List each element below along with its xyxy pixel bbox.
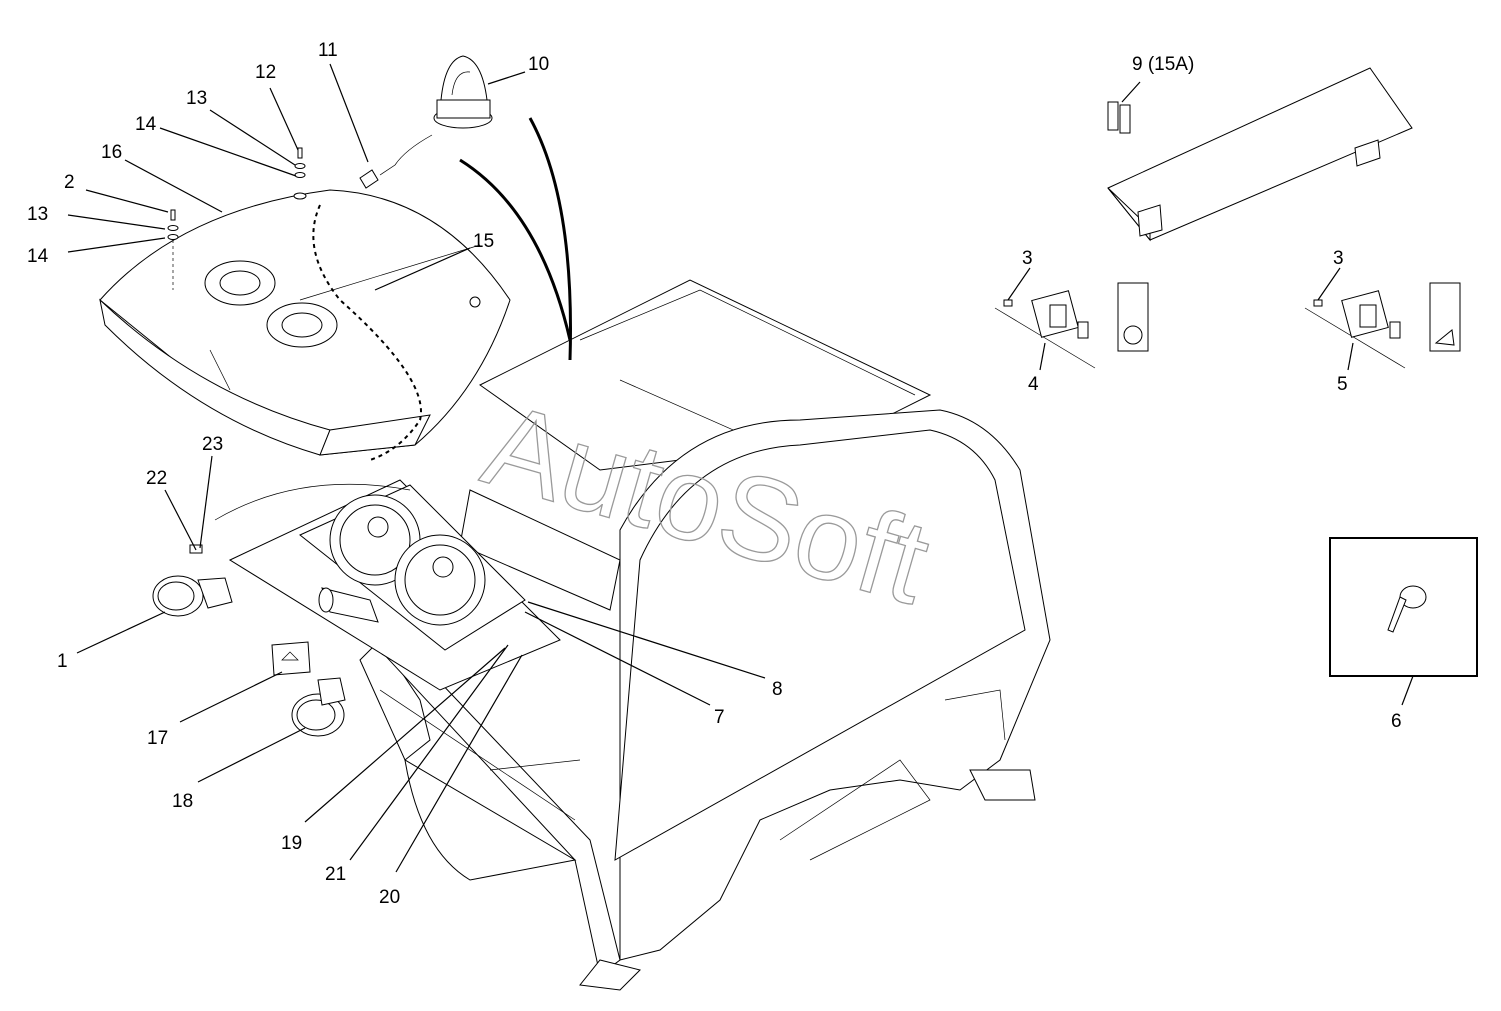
- callout-11: 11: [318, 40, 338, 61]
- roof-cover: [99, 189, 511, 456]
- bolt-stack-right: [293, 147, 307, 200]
- receiver-drier: [318, 587, 379, 623]
- vent-grille-left: [204, 260, 276, 306]
- fuse-15a: [1107, 101, 1131, 134]
- warning-decal: [271, 641, 311, 676]
- callout-1: 1: [57, 651, 68, 672]
- callout-7: 7: [714, 707, 725, 728]
- leader-lines: [67, 63, 1414, 873]
- callout-5: 5: [1337, 374, 1348, 395]
- callout-2: 2: [64, 172, 75, 193]
- callout-6: 6: [1391, 711, 1402, 732]
- callout-10: 10: [528, 54, 549, 75]
- vent-grille-right: [266, 302, 338, 348]
- fuse-box: [1107, 67, 1413, 242]
- callout-8: 8: [772, 679, 783, 700]
- callout-16: 16: [101, 142, 122, 163]
- callout-13-upper: 13: [186, 88, 207, 109]
- work-light-rear: [291, 677, 346, 737]
- callout-3-fan-switch: 3: [1022, 248, 1033, 269]
- callout-labels: 1 2 3 3 4 5 6 7 8 9 (15A) 10 11 12 13 13…: [27, 40, 1402, 908]
- cable-tie-detail: [1329, 537, 1478, 677]
- callout-18: 18: [172, 791, 193, 812]
- work-light-symbol-icon: [1434, 329, 1455, 346]
- callout-13-lower: 13: [27, 204, 48, 225]
- callout-14-lower: 14: [27, 246, 49, 267]
- fan-left: [329, 494, 421, 586]
- rotating-beacon: [359, 55, 493, 189]
- callout-3-light-switch: 3: [1333, 248, 1344, 269]
- harness-arc-1: [459, 158, 572, 341]
- callout-17: 17: [147, 728, 168, 749]
- switch-fan: [994, 282, 1149, 369]
- fan-right: [394, 534, 486, 626]
- callout-22: 22: [146, 468, 167, 489]
- callout-9: 9 (15A): [1132, 54, 1194, 75]
- harness-arc-2: [528, 117, 572, 361]
- callout-19: 19: [281, 833, 302, 854]
- switch-work-light: [1304, 282, 1461, 369]
- condenser-assembly: [214, 479, 561, 691]
- callout-4: 4: [1028, 374, 1039, 395]
- callout-20: 20: [379, 887, 400, 908]
- callout-14-upper: 14: [135, 114, 157, 135]
- fan-symbol-icon: [1123, 325, 1143, 345]
- bolt-stack-left: [167, 209, 179, 290]
- callout-23: 23: [202, 434, 223, 455]
- beacon-cable-route: [312, 204, 422, 461]
- cab-frame: [359, 279, 1051, 991]
- work-light-front: [152, 544, 233, 617]
- callout-21: 21: [325, 864, 346, 885]
- callout-12: 12: [255, 62, 276, 83]
- callout-15: 15: [473, 231, 494, 252]
